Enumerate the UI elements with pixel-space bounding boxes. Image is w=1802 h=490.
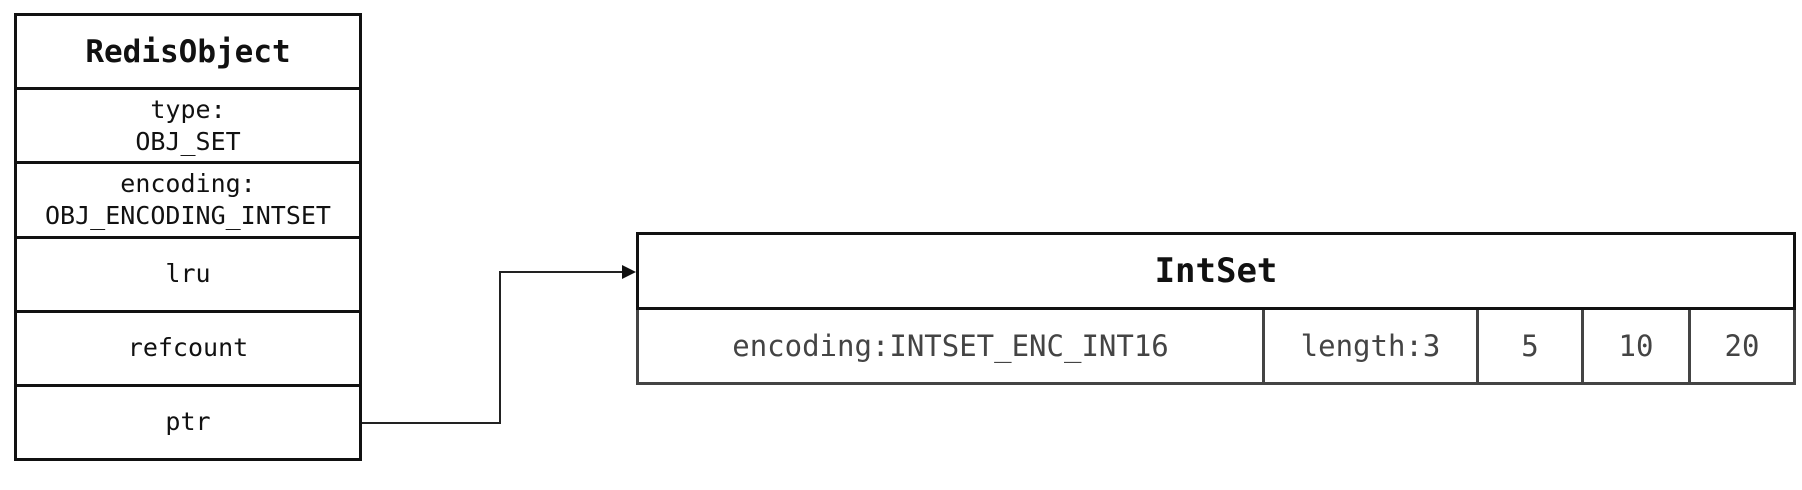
intset-value: 5 [1476,310,1581,382]
encoding-label: encoding: [120,168,256,198]
ptr-arrow-line [362,271,630,424]
ptr-field: ptr [17,383,359,458]
intset-length-field: length:3 [1262,310,1476,382]
intset-value: 20 [1688,310,1793,382]
ptr-arrowhead [622,265,636,279]
type-label: type: [150,94,226,124]
intset-title: IntSet [636,232,1796,310]
intset-value: 10 [1581,310,1688,382]
intset-fields: encoding:INTSET_ENC_INT16 length:3 5 10 … [636,310,1796,385]
intset-encoding-field: encoding:INTSET_ENC_INT16 [732,329,1169,363]
lru-field: lru [17,235,359,310]
intset-box: IntSet encoding:INTSET_ENC_INT16 length:… [636,232,1796,385]
redis-object-box: RedisObject type: OBJ_SET encoding: OBJ_… [14,13,362,461]
type-value: OBJ_SET [135,126,241,156]
type-field: type: OBJ_SET [17,87,359,161]
refcount-field: refcount [17,309,359,384]
encoding-field: encoding: OBJ_ENCODING_INTSET [17,161,359,235]
redis-object-title: RedisObject [85,33,291,70]
encoding-value: OBJ_ENCODING_INTSET [45,200,331,230]
